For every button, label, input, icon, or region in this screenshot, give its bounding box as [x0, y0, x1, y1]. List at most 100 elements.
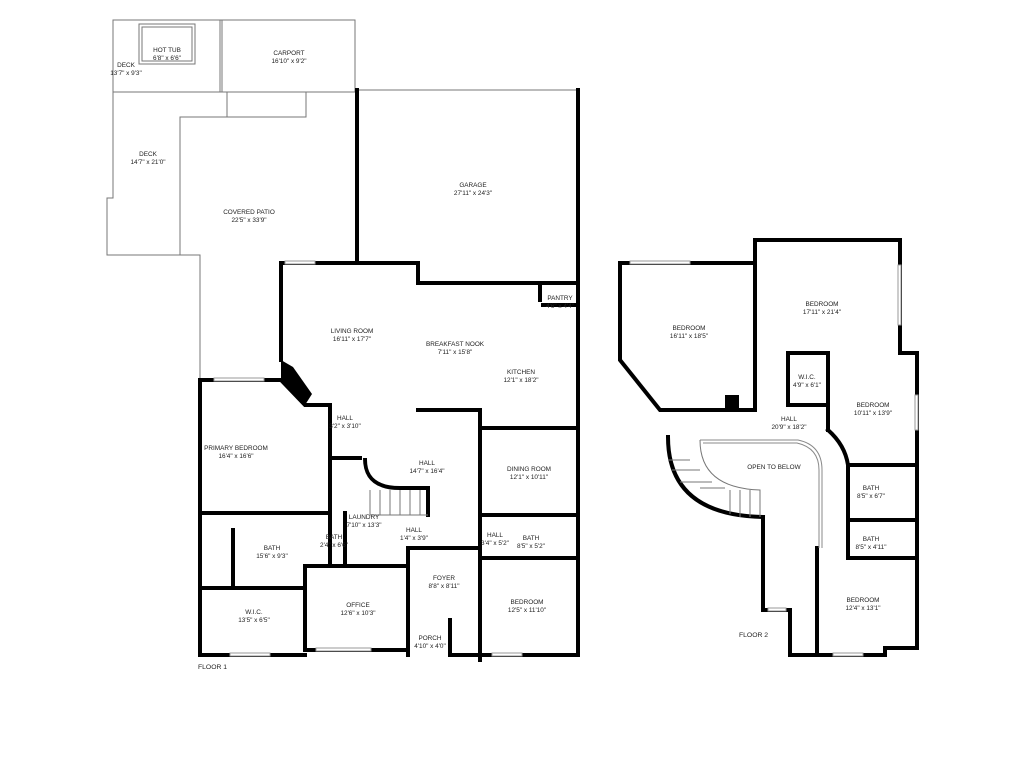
svg-text:7'10" x 13'3": 7'10" x 13'3"	[346, 522, 381, 529]
svg-text:16'11" x 18'5": 16'11" x 18'5"	[670, 333, 708, 340]
svg-text:W.I.C.: W.I.C.	[798, 374, 816, 381]
svg-text:12'6" x 10'3": 12'6" x 10'3"	[340, 610, 375, 617]
svg-text:OFFICE: OFFICE	[346, 602, 369, 609]
outdoor-outlines	[106, 19, 356, 380]
svg-text:OPEN TO BELOW: OPEN TO BELOW	[747, 464, 801, 471]
svg-text:HALL: HALL	[337, 415, 353, 422]
svg-text:DECK: DECK	[139, 151, 157, 158]
svg-text:2'4" x 6'6": 2'4" x 6'6"	[320, 542, 348, 549]
svg-text:16'11" x 17'7": 16'11" x 17'7"	[333, 336, 371, 343]
svg-text:LAUNDRY: LAUNDRY	[349, 514, 380, 521]
svg-text:BEDROOM: BEDROOM	[856, 402, 889, 409]
svg-text:BEDROOM: BEDROOM	[510, 599, 543, 606]
svg-text:HOT TUB: HOT TUB	[153, 47, 181, 54]
svg-text:12'1" x 10'11": 12'1" x 10'11"	[510, 474, 548, 481]
staircase-floor1	[369, 490, 428, 516]
svg-text:DECK: DECK	[117, 62, 135, 69]
svg-text:16'4" x 16'6": 16'4" x 16'6"	[218, 453, 253, 460]
svg-text:BATH: BATH	[264, 545, 281, 552]
svg-text:13'5" x 6'5": 13'5" x 6'5"	[238, 617, 270, 624]
svg-text:W.I.C.: W.I.C.	[245, 609, 263, 616]
room-label-open-to-below: OPEN TO BELOW	[747, 464, 801, 471]
svg-text:8'5" x 4'11": 8'5" x 4'11"	[855, 544, 886, 551]
svg-text:12'4" x 13'1": 12'4" x 13'1"	[845, 605, 880, 612]
svg-text:PANTRY: PANTRY	[547, 295, 573, 302]
svg-text:14'7" x 16'4": 14'7" x 16'4"	[409, 468, 444, 475]
svg-text:12'5" x 11'10": 12'5" x 11'10"	[508, 607, 546, 614]
svg-text:20'9" x 18'2": 20'9" x 18'2"	[771, 424, 806, 431]
svg-text:BREAKFAST NOOK: BREAKFAST NOOK	[426, 341, 485, 348]
svg-text:12'1" x 18'2": 12'1" x 18'2"	[503, 377, 538, 384]
svg-text:1'4" x 3'9": 1'4" x 3'9"	[400, 535, 428, 542]
svg-text:8'5" x 6'7": 8'5" x 6'7"	[857, 493, 885, 500]
svg-text:BATH: BATH	[326, 534, 343, 541]
svg-text:CARPORT: CARPORT	[273, 50, 304, 57]
svg-text:4'9" x 6'1": 4'9" x 6'1"	[793, 382, 821, 389]
svg-text:4'6" x 4'4": 4'6" x 4'4"	[546, 303, 574, 310]
floor1-label: FLOOR 1	[198, 664, 227, 671]
svg-text:HALL: HALL	[406, 527, 422, 534]
svg-text:BATH: BATH	[863, 485, 880, 492]
svg-text:GARAGE: GARAGE	[459, 182, 486, 189]
svg-text:3'2" x 3'10": 3'2" x 3'10"	[329, 423, 361, 430]
svg-text:13'7" x 9'3": 13'7" x 9'3"	[110, 70, 142, 77]
svg-text:22'5" x 33'9": 22'5" x 33'9"	[231, 217, 266, 224]
floor1-walls	[198, 88, 580, 662]
svg-text:FOYER: FOYER	[433, 575, 455, 582]
room-label-wic-floor2: W.I.C.4'9" x 6'1"	[793, 374, 821, 389]
svg-text:27'11" x 24'3": 27'11" x 24'3"	[454, 190, 492, 197]
svg-text:HALL: HALL	[419, 460, 435, 467]
svg-text:BEDROOM: BEDROOM	[846, 597, 879, 604]
svg-text:BEDROOM: BEDROOM	[805, 301, 838, 308]
svg-text:PORCH: PORCH	[418, 635, 441, 642]
svg-text:DINING ROOM: DINING ROOM	[507, 466, 551, 473]
floor2-label: FLOOR 2	[739, 632, 768, 639]
svg-text:15'6" x 9'3": 15'6" x 9'3"	[256, 553, 288, 560]
svg-text:6'8" x 6'6": 6'8" x 6'6"	[153, 55, 181, 62]
svg-text:HALL: HALL	[781, 416, 797, 423]
svg-text:PRIMARY BEDROOM: PRIMARY BEDROOM	[204, 445, 268, 452]
svg-text:7'11" x 15'8": 7'11" x 15'8"	[438, 349, 473, 356]
floor2-walls	[618, 238, 919, 657]
room-label-wic-floor1: W.I.C.13'5" x 6'5"	[238, 609, 270, 624]
svg-text:LIVING ROOM: LIVING ROOM	[331, 328, 374, 335]
svg-text:8'8" x 8'11": 8'8" x 8'11"	[428, 583, 459, 590]
svg-text:8'5" x 5'2": 8'5" x 5'2"	[517, 543, 545, 550]
svg-text:HALL: HALL	[487, 532, 503, 539]
svg-text:BEDROOM: BEDROOM	[672, 325, 705, 332]
svg-text:17'11" x 21'4": 17'11" x 21'4"	[803, 309, 841, 316]
svg-text:4'10" x 4'0": 4'10" x 4'0"	[414, 643, 446, 650]
svg-text:10'11" x 13'9": 10'11" x 13'9"	[854, 410, 892, 417]
svg-text:14'7" x 21'0": 14'7" x 21'0"	[130, 159, 165, 166]
svg-text:COVERED PATIO: COVERED PATIO	[223, 209, 275, 216]
